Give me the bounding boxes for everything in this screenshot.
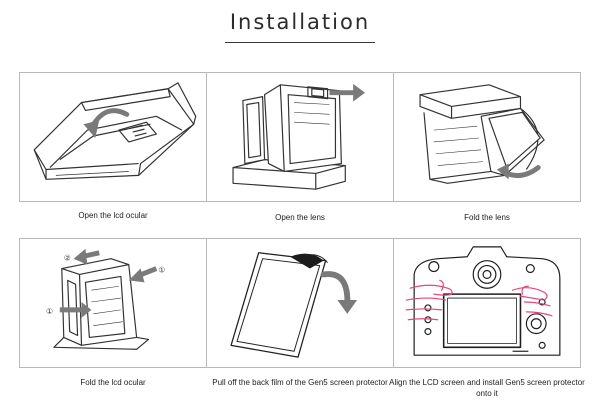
step-1-illustration xyxy=(33,82,197,180)
title-underline xyxy=(225,42,375,43)
step-4-caption: Fold the lcd ocular xyxy=(80,378,146,387)
step-5-caption: Pull off the back film of the Gen5 scree… xyxy=(212,378,388,387)
step-1-caption: Open the lcd ocular xyxy=(78,211,148,220)
step-6-illustration xyxy=(405,246,561,356)
step-4-marker-one-right: ① xyxy=(158,265,165,274)
step-3-caption: Fold the lens xyxy=(464,213,510,222)
step-6-caption: Align the LCD screen and install Gen5 sc… xyxy=(389,378,585,398)
step-6-panel xyxy=(393,238,581,368)
step-1-panel xyxy=(19,72,207,202)
step-3-illustration xyxy=(419,84,545,184)
step-5-illustration xyxy=(230,252,358,358)
step-4-illustration: ② ① ① xyxy=(46,248,165,350)
step-3-panel xyxy=(393,72,581,202)
step-2-caption: Open the lens xyxy=(275,213,325,222)
step-4-marker-one-left: ① xyxy=(46,307,53,316)
step-4-panel: ② ① ① xyxy=(19,238,207,368)
step-4-marker-two: ② xyxy=(64,254,71,263)
page-title: Installation xyxy=(229,10,371,34)
step-2-illustration xyxy=(232,83,365,190)
step-2-panel xyxy=(206,72,394,202)
step-5-panel xyxy=(206,238,394,368)
